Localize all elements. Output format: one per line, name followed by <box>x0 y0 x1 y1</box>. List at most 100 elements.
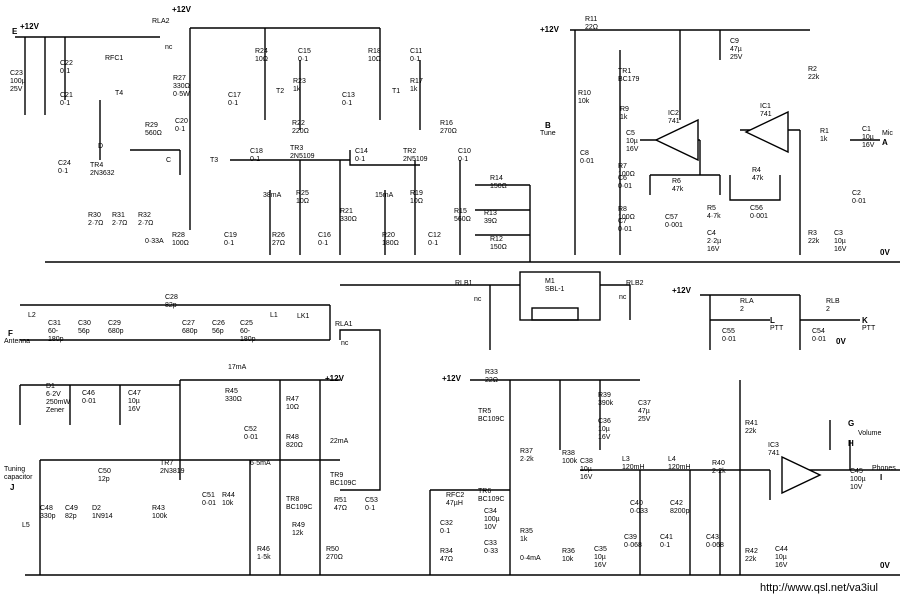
component-r20: R20 180Ω <box>382 232 399 247</box>
component-r15: R15 560Ω <box>454 208 471 223</box>
component-nc_rla2: nc <box>165 44 173 51</box>
rail-12v-ptt: +12V <box>672 286 691 295</box>
component-r32: R32 2·7Ω <box>138 212 154 227</box>
component-t3: T3 <box>210 157 219 164</box>
wire-mixer <box>340 284 631 350</box>
port-i: I <box>880 473 883 482</box>
component-rfc1: RFC1 <box>105 55 124 62</box>
component-r16: R16 270Ω <box>440 120 457 135</box>
wire-opamp-fb <box>649 174 781 201</box>
component-c25: C25 60- 180p <box>240 320 256 343</box>
component-r26: R26 27Ω <box>272 232 286 247</box>
component-c45: C45 100µ 10V <box>850 468 866 491</box>
component-r2: R2 22k <box>808 66 820 81</box>
ic3-opamp-symbol <box>781 455 822 495</box>
component-tr8: TR8 BC109C <box>286 496 313 511</box>
component-ic3: IC3 741 <box>768 442 780 457</box>
component-r30: R30 2·7Ω <box>88 212 104 227</box>
rail-0v-right: 0V <box>880 248 890 257</box>
component-rfc2: RFC2 47µH <box>446 492 465 507</box>
wire-mic-chain <box>574 30 721 255</box>
component-r38: R38 100k <box>562 450 578 465</box>
wire-vfo-supply <box>179 379 340 480</box>
component-c26: C26 56p <box>212 320 225 335</box>
mixer-pin-strip <box>531 307 579 321</box>
component-r49: R49 12k <box>292 522 305 537</box>
component-tr6: TR6 BC109C <box>478 488 505 503</box>
component-ic1: IC1 741 <box>760 103 772 118</box>
component-r35: R35 1k <box>520 528 533 543</box>
port-mic-label: Mic <box>882 130 893 137</box>
wire-left-column <box>24 37 101 160</box>
component-rlb2_nc: nc <box>619 294 627 301</box>
component-c33: C33 0·33 <box>484 540 499 555</box>
component-c1: C1 10µ 16V <box>862 126 875 149</box>
component-c54: C54 0·01 <box>812 328 827 343</box>
wire-rx-filter <box>475 184 531 262</box>
component-tr4: TR4 2N3632 <box>90 162 115 177</box>
component-c31: C31 60- 180p <box>48 320 64 343</box>
component-c50: C50 12p <box>98 468 111 483</box>
component-c10: C10 0·1 <box>458 148 471 163</box>
wire-tr3 <box>269 160 341 255</box>
component-i15: 15mA <box>375 192 394 199</box>
component-tr7: TR7 2N3819 <box>160 460 185 475</box>
component-c16: C16 0·1 <box>318 232 331 247</box>
component-rlb1_nc: nc <box>474 296 482 303</box>
component-r21: R21 330Ω <box>340 208 357 223</box>
port-volume: Volume <box>858 430 882 437</box>
component-c15: C15 0·1 <box>298 48 311 63</box>
component-tr1: TR1 BC179 <box>618 68 640 83</box>
port-b: B <box>545 121 551 130</box>
component-c32: C32 0·1 <box>440 520 453 535</box>
component-c28: C28 82p <box>165 294 178 309</box>
port-mic-a: A <box>882 138 888 147</box>
component-r45: R45 330Ω <box>225 388 242 403</box>
component-r36: R36 10k <box>562 548 575 563</box>
component-l4: L4 120mH <box>668 456 691 471</box>
component-r18: R18 10Ω <box>368 48 382 63</box>
component-c51: C51 0·01 <box>202 492 217 507</box>
component-r27: R27 330Ω 0·5W <box>173 75 190 98</box>
wire-tr8-tr9 <box>249 380 321 575</box>
component-r5: R5 4·7k <box>707 205 721 220</box>
component-t1: T1 <box>392 88 401 95</box>
wire-af-out <box>800 420 900 471</box>
component-c37: C37 47µ 25V <box>638 400 651 423</box>
component-c55: C55 0·01 <box>722 328 737 343</box>
component-i17: 17mA <box>228 364 247 371</box>
component-c29: C29 680p <box>108 320 124 335</box>
component-c22: C22 0·1 <box>60 60 73 75</box>
footer-url: http://www.qsl.net/va3iul <box>760 582 879 594</box>
component-c36: C36 10µ 16V <box>598 418 611 441</box>
rail-12v-mid: +12V <box>325 374 344 383</box>
component-lk1: LK1 <box>297 313 310 320</box>
component-c34: C34 100µ 10V <box>484 508 500 531</box>
component-c8: C8 0·01 <box>580 150 595 165</box>
component-rla1_nc: nc <box>341 340 349 347</box>
component-l3: L3 120mH <box>622 456 645 471</box>
component-r40: R40 2·2k <box>712 460 726 475</box>
component-r42: R42 22k <box>745 548 758 563</box>
component-r33: R33 22Ω <box>485 369 499 384</box>
component-r22: R22 220Ω <box>292 120 309 135</box>
component-c6: C6 0·01 <box>618 175 633 190</box>
component-r9: R9 1k <box>620 106 629 121</box>
component-t4: T4 <box>115 90 124 97</box>
port-phones: Phones <box>872 465 896 472</box>
wire-af-filter <box>580 469 770 575</box>
port-f: F <box>8 329 13 338</box>
wire-t2-column <box>264 28 301 130</box>
component-tr4_c: C <box>166 157 172 164</box>
port-g: G <box>848 419 855 428</box>
component-r44: R44 10k <box>222 492 235 507</box>
component-c23: C23 100µ 25V <box>10 70 26 93</box>
component-r10: R10 10k <box>578 90 591 105</box>
component-c20: C20 0·1 <box>175 118 188 133</box>
component-t2: T2 <box>276 88 285 95</box>
component-r37: R37 2·2k <box>520 448 534 463</box>
component-c41: C41 0·1 <box>660 534 673 549</box>
component-c43: C43 0·068 <box>706 534 724 549</box>
component-c17: C17 0·1 <box>228 92 241 107</box>
